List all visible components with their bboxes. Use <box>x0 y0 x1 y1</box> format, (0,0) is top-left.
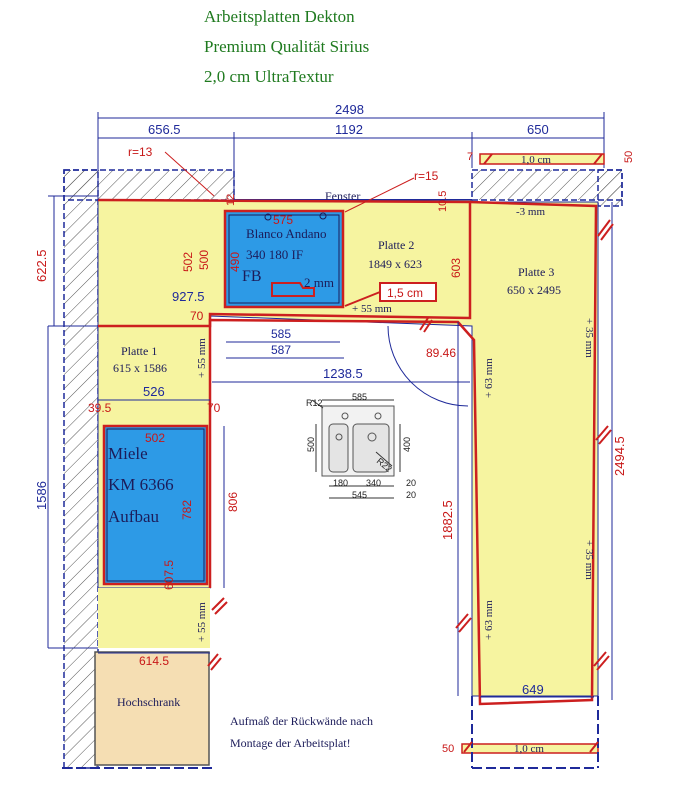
plus35-top: + 35 mm <box>583 318 595 358</box>
detail-20-b: 20 <box>406 490 416 500</box>
detail-585: 585 <box>352 392 367 402</box>
plate3-name: Platte 3 <box>518 265 554 279</box>
header-line-2: Premium Qualität Sirius <box>204 37 369 56</box>
dim-1192: 1192 <box>335 122 363 137</box>
dim-2498: 2498 <box>335 102 364 117</box>
detail-180: 180 <box>333 478 348 488</box>
strip-bottom-label: 1,0 cm <box>514 743 544 755</box>
dim-649: 649 <box>522 682 544 697</box>
plus63-top: + 63 mm <box>483 358 495 398</box>
dim-575: 575 <box>273 213 293 227</box>
detail-340: 340 <box>366 478 381 488</box>
detail-20-a: 20 <box>406 478 416 488</box>
sink-depth-note: 2 mm <box>304 275 334 290</box>
sink-outer <box>223 209 345 309</box>
dim-502-a: 502 <box>181 252 195 272</box>
header-line-3: 2,0 cm UltraTextur <box>204 67 334 86</box>
detail-500: 500 <box>306 437 316 452</box>
dim-50-top: 50 <box>623 151 635 163</box>
note-line-2: Montage der Arbeitsplat! <box>230 736 351 750</box>
plus55-bottom: + 55 mm <box>196 602 208 642</box>
cooktop-outer <box>102 424 209 586</box>
dim-614-5: 614.5 <box>139 654 169 668</box>
worktop-left-lower <box>98 588 210 648</box>
cut-marks <box>207 153 614 753</box>
dim-50-bottom: 50 <box>442 743 454 755</box>
dim-603: 603 <box>449 258 463 278</box>
dim-7: 7 <box>467 151 473 163</box>
dim-587: 587 <box>271 343 291 357</box>
dim-1586: 1586 <box>34 481 49 510</box>
wall-hatching <box>62 169 623 769</box>
dim-2494-5: 2494.5 <box>612 436 627 476</box>
dim-526: 526 <box>143 384 165 399</box>
sink-label-2: 340 180 IF <box>246 247 303 262</box>
sink-inner <box>228 214 340 304</box>
minus3-label: -3 mm <box>516 206 545 218</box>
tap-hole-icon <box>264 213 272 221</box>
sink-detail-bowl-small <box>328 423 349 473</box>
dim-490: 490 <box>228 252 242 272</box>
plus63-bottom: + 63 mm <box>483 600 495 640</box>
wall-top-left <box>63 169 235 201</box>
hochschrank-label: Hochschrank <box>117 695 180 709</box>
cooktop-label-3: Aufbau <box>108 507 159 526</box>
plus35-bottom: + 35 mm <box>583 540 595 580</box>
plate1-name: Platte 1 <box>121 344 157 358</box>
plus55-left: + 55 mm <box>196 338 208 378</box>
detail-400: 400 <box>402 437 412 452</box>
header-line-1: Arbeitsplatten Dekton <box>204 7 355 26</box>
plate2-size: 1849 x 623 <box>368 257 422 271</box>
detail-r12: R12 <box>306 398 323 408</box>
dim-927-5: 927.5 <box>172 289 205 304</box>
wall-left <box>63 169 99 769</box>
hochschrank-box <box>94 651 210 766</box>
sink-detail-drawing <box>311 399 401 499</box>
dim-70-a: 70 <box>190 309 204 323</box>
dim-1882-5: 1882.5 <box>440 500 455 540</box>
dim-500: 500 <box>197 250 211 270</box>
sink-notch <box>271 282 315 297</box>
plate2-red-outline <box>97 198 472 328</box>
cooktop-inner <box>106 428 205 582</box>
dim-502-b: 502 <box>145 431 165 445</box>
dim-806: 806 <box>226 492 240 512</box>
dim-89-46: 89.46 <box>426 346 456 360</box>
strip-top <box>479 153 605 165</box>
dim-10-5: 10.5 <box>437 191 449 212</box>
note-line-1: Aufmaß der Rückwände nach <box>230 714 373 728</box>
door-swing <box>387 325 469 407</box>
sink-detail-bowl-large <box>352 423 390 473</box>
plate3-red-outline <box>208 200 598 706</box>
plate2-name: Platte 2 <box>378 238 414 252</box>
dim-39-5: 39.5 <box>88 401 112 415</box>
wall-right-top <box>597 169 623 207</box>
dim-607-5: 607.5 <box>162 560 176 590</box>
overlap-box-label: 1,5 cm <box>387 286 423 300</box>
dim-656-5: 656.5 <box>148 122 181 137</box>
top-dimensions <box>47 112 605 649</box>
dim-622-5: 622.5 <box>34 249 49 282</box>
sink-label-1: Blanco Andano <box>246 226 327 241</box>
detail-545: 545 <box>352 490 367 500</box>
dim-r15: r=15 <box>414 169 439 183</box>
plate3-size: 650 x 2495 <box>507 283 561 297</box>
dim-70-b: 70 <box>207 401 221 415</box>
plus55-top: + 55 mm <box>352 303 392 315</box>
tap-hole-icon-2 <box>319 212 327 220</box>
dim-12: 12 <box>225 194 237 206</box>
dim-650: 650 <box>527 122 549 137</box>
strip-top-label: 1,0 cm <box>521 154 551 166</box>
cooktop-label-1: Miele <box>108 444 148 463</box>
wall-top-right <box>471 169 623 201</box>
plate1-size: 615 x 1586 <box>113 361 167 375</box>
dim-782: 782 <box>180 500 194 520</box>
dim-r13: r=13 <box>128 145 153 159</box>
cooktop-label-2: KM 6366 <box>108 475 174 494</box>
sink-label-fb: FB <box>242 268 262 285</box>
dim-585-a: 585 <box>271 327 291 341</box>
dim-1238-5: 1238.5 <box>323 366 363 381</box>
strip-bottom <box>461 743 599 754</box>
